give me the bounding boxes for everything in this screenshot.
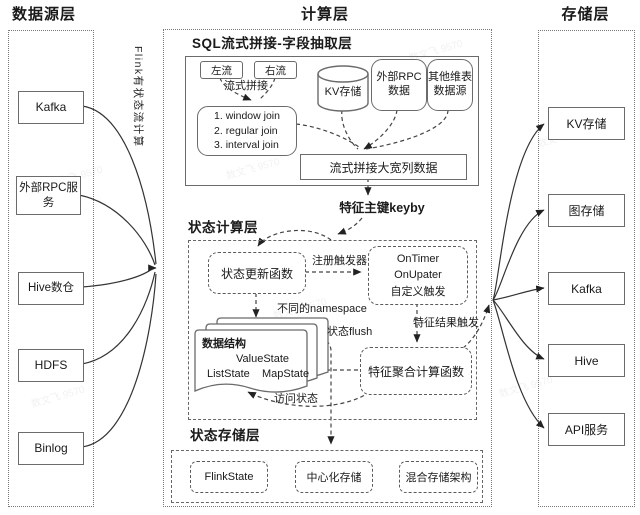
- wide-table-box: 流式拼接大宽列数据: [300, 154, 467, 180]
- feature-agg-fn-box: 特征聚合计算函数: [360, 347, 472, 395]
- title-storage-layer: 存储层: [561, 6, 610, 23]
- left-stream-label: 左流: [211, 64, 232, 77]
- stack-liststate-label: ListState: [207, 368, 250, 380]
- flinkstate-label: FlinkState: [204, 471, 254, 483]
- source-kafka-label: Kafka: [35, 100, 67, 114]
- storage-kv: KV存储: [548, 107, 625, 140]
- dim-source-label: 其他维表数据源: [428, 71, 472, 97]
- join-type-regular: 2. regular join: [214, 124, 278, 137]
- storage-hive: Hive: [548, 344, 625, 377]
- feature-agg-fn-label: 特征聚合计算函数: [367, 364, 464, 379]
- state-compute-title: 状态计算层: [188, 220, 258, 235]
- state-update-fn-label: 状态更新函数: [220, 266, 293, 281]
- storage-graph: 图存储: [548, 194, 625, 227]
- source-hdfs: HDFS: [18, 349, 84, 382]
- right-stream-label: 右流: [265, 64, 286, 77]
- timer-onupater-label: OnUpater: [394, 269, 442, 282]
- storage-hive-label: Hive: [574, 353, 599, 368]
- source-hdfs-label: HDFS: [34, 358, 68, 372]
- central-storage-box: 中心化存储: [295, 461, 373, 493]
- join-type-interval: 3. interval join: [214, 139, 279, 152]
- storage-kafka-label: Kafka: [571, 281, 602, 296]
- wide-table-label: 流式拼接大宽列数据: [329, 160, 438, 175]
- timer-ontimer-label: OnTimer: [396, 252, 440, 265]
- stream-join-label: 流式拼接: [224, 80, 268, 92]
- rpc-data-box: 外部RPC数据: [371, 59, 427, 111]
- storage-kv-label: KV存储: [566, 117, 607, 131]
- timer-box: OnTimer OnUpater 自定义触发: [368, 246, 468, 305]
- storage-api: API服务: [548, 413, 625, 446]
- source-rpc-service: 外部RPC服务: [16, 176, 81, 215]
- flinkstate-box: FlinkState: [190, 461, 268, 493]
- source-kafka: Kafka: [18, 91, 84, 124]
- join-types-box: 1. window join 2. regular join 3. interv…: [197, 106, 297, 156]
- state-flush-label: 状态flush: [327, 326, 373, 338]
- stack-valuestate-label: ValueState: [236, 353, 290, 365]
- title-data-source-layer: 数据源层: [12, 6, 77, 23]
- state-storage-title: 状态存储层: [190, 428, 260, 443]
- sql-layer-box: [185, 56, 479, 186]
- stack-title: 数据结构: [202, 338, 246, 350]
- source-hive-label: Hive数仓: [27, 282, 74, 295]
- state-update-fn-box: 状态更新函数: [208, 252, 306, 294]
- storage-panel: [538, 30, 635, 507]
- rpc-data-label: 外部RPC数据: [376, 71, 422, 97]
- access-state-label: 访问状态: [274, 393, 318, 405]
- kv-store-cylinder-label: KV存储: [324, 86, 362, 98]
- source-binlog-label: Binlog: [34, 441, 68, 455]
- compute-panel: [163, 29, 492, 507]
- hybrid-storage-box: 混合存储架构: [399, 461, 478, 493]
- storage-graph-label: 图存储: [568, 204, 605, 218]
- timer-custom-label: 自定义触发: [390, 285, 446, 298]
- namespace-label: 不同的namespace: [277, 303, 367, 315]
- data-source-panel: [8, 30, 94, 507]
- keyby-label: 特征主键keyby: [339, 201, 425, 215]
- left-stream-box: 左流: [200, 61, 243, 79]
- state-storage-box: [171, 450, 483, 503]
- dim-source-box: 其他维表数据源: [427, 59, 473, 111]
- join-type-window: 1. window join: [214, 109, 280, 122]
- central-storage-label: 中心化存储: [306, 472, 362, 484]
- storage-kafka: Kafka: [548, 272, 625, 305]
- title-compute-layer: 计算层: [300, 6, 349, 23]
- stack-mapstate-label: MapState: [262, 368, 310, 380]
- result-trigger-label: 特征结果触发: [413, 317, 479, 329]
- source-rpc-service-label: 外部RPC服务: [19, 182, 78, 209]
- source-hive: Hive数仓: [18, 272, 84, 305]
- hybrid-storage-label: 混合存储架构: [405, 472, 472, 484]
- storage-api-label: API服务: [564, 423, 609, 437]
- sql-layer-title: SQL流式拼接-字段抽取层: [192, 36, 353, 51]
- state-compute-box: [188, 240, 477, 420]
- source-binlog: Binlog: [18, 432, 84, 465]
- register-trigger-label: 注册触发器: [312, 255, 367, 267]
- right-stream-box: 右流: [254, 61, 297, 79]
